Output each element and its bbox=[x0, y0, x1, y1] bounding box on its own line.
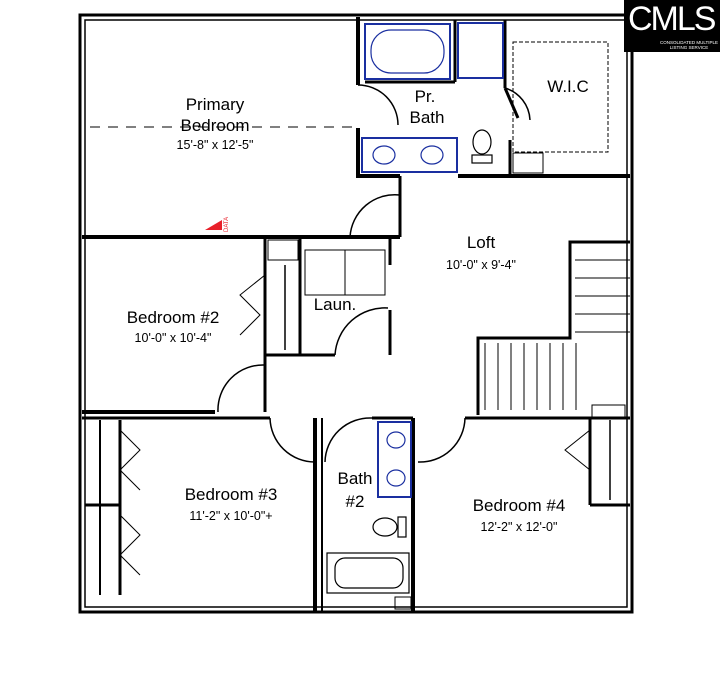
toilets-tub bbox=[326, 129, 493, 594]
loft-dims: 10'-0" x 9'-4" bbox=[446, 258, 516, 272]
primary-bedroom-dims: 15'-8" x 12'-5" bbox=[177, 138, 254, 152]
bedroom3-name: Bedroom #3 bbox=[185, 485, 278, 504]
bath-fixtures bbox=[361, 22, 504, 498]
logo-sub: CONSOLIDATED MULTIPLE LISTING SERVICE bbox=[659, 40, 719, 50]
vanity bbox=[361, 137, 458, 173]
bedroom4-dims: 12'-2" x 12'-0" bbox=[481, 520, 558, 534]
loft-name: Loft bbox=[467, 233, 496, 252]
walls bbox=[78, 13, 634, 614]
shower bbox=[457, 22, 504, 79]
logo-main: CMLS bbox=[628, 0, 716, 38]
bathtub bbox=[364, 23, 451, 80]
laundry-name: Laun. bbox=[314, 295, 357, 314]
bedroom2-name: Bedroom #2 bbox=[127, 308, 220, 327]
bath2-vanity bbox=[377, 421, 412, 498]
bath2-name-1: Bath bbox=[338, 469, 373, 488]
bedroom2-dims: 10'-0" x 10'-4" bbox=[135, 331, 212, 345]
door-swings bbox=[217, 84, 531, 463]
data-marker-label: DATA bbox=[224, 217, 230, 232]
staircase bbox=[484, 259, 630, 410]
bedroom3-dims: 11'-2" x 10'-0"+ bbox=[189, 509, 272, 523]
bedroom4-name: Bedroom #4 bbox=[473, 496, 566, 515]
primary-bath-name-1: Pr. bbox=[415, 87, 436, 106]
primary-bath-name-2: Bath bbox=[410, 108, 445, 127]
cmls-logo: CMLS CONSOLIDATED MULTIPLE LISTING SERVI… bbox=[624, 0, 720, 52]
wic-name: W.I.C bbox=[547, 77, 589, 96]
primary-bedroom-name-2: Bedroom bbox=[181, 116, 250, 135]
primary-bedroom-name-1: Primary bbox=[186, 95, 245, 114]
data-marker: DATA bbox=[205, 217, 230, 232]
bath2-name-2: #2 bbox=[346, 492, 365, 511]
